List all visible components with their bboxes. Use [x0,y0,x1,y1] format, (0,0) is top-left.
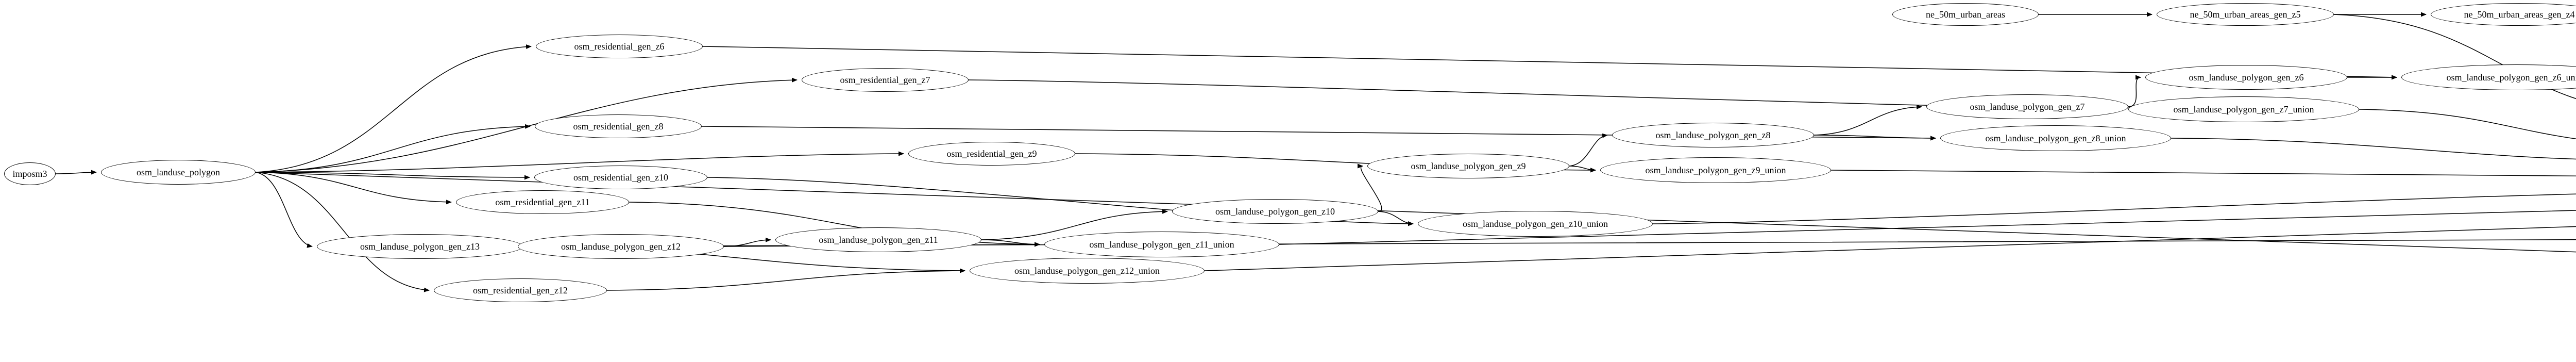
graph-node-osm_landuse_polygon_gen_z11_union[interactable]: osm_landuse_polygon_gen_z11_union [1044,232,1279,257]
graph-node-osm_residential_gen_z9[interactable]: osm_residential_gen_z9 [908,142,1075,166]
graph-node-osm_landuse_polygon[interactable]: osm_landuse_polygon [101,160,256,185]
edge-osm_landuse_polygon-to-osm_residential_gen_z11 [255,172,452,205]
edge-osm_landuse_polygon_gen_z8-to-osm_landuse_polygon_gen_z8_union [1814,135,1936,141]
edge-osm_landuse_polygon_gen_z11-to-osm_landuse_polygon_gen_z10 [981,209,1168,240]
graph-node-label: osm_landuse_polygon_gen_z11_union [1089,239,1234,250]
graph-node-osm_residential_gen_z11[interactable]: osm_residential_gen_z11 [456,190,629,214]
edge-osm_landuse_polygon_gen_z12_union-to-layer_landuse.z12 [1204,225,2576,271]
edge-osm_landuse_polygon_gen_z10_union-to-layer_landuse.z10 [1652,193,2576,224]
graph-node-label: imposm3 [12,169,47,179]
edge-osm_landuse_polygon_gen_z7-to-osm_landuse_polygon_gen_z6 [2128,75,2141,107]
graph-node-label: osm_landuse_polygon [137,167,220,177]
edge-osm_landuse_polygon_gen_z10-to-osm_landuse_polygon_gen_z10_union [1378,211,1414,226]
graph-node-label: osm_residential_gen_z7 [840,75,930,85]
graph-node-label: osm_landuse_polygon_gen_z8_union [1985,133,2126,143]
graph-node-osm_landuse_polygon_gen_z7[interactable]: osm_landuse_polygon_gen_z7 [1926,94,2128,119]
edge-osm_landuse_polygon_gen_z8-to-osm_landuse_polygon_gen_z7 [1814,104,1922,136]
graph-node-osm_residential_gen_z8[interactable]: osm_residential_gen_z8 [535,114,702,138]
graph-node-osm_landuse_polygon_gen_z8_union[interactable]: osm_landuse_polygon_gen_z8_union [1940,125,2171,151]
graph-node-label: osm_landuse_polygon_gen_z9_union [1645,165,1786,175]
graph-node-label: osm_residential_gen_z11 [495,197,590,207]
edge-osm_residential_gen_z12-to-osm_landuse_polygon_gen_z12_union [606,268,965,291]
edge-osm_landuse_polygon_gen_z9-to-osm_landuse_polygon_gen_z9_union [1569,166,1596,173]
edge-osm_landuse_polygon-to-osm_residential_gen_z9 [255,151,904,173]
graph-node-osm_landuse_polygon_gen_z12_union[interactable]: osm_landuse_polygon_gen_z12_union [970,258,1205,284]
graph-node-label: osm_residential_gen_z8 [573,121,664,131]
graph-node-osm_landuse_polygon_gen_z10[interactable]: osm_landuse_polygon_gen_z10 [1172,199,1378,224]
graph-node-osm_landuse_polygon_gen_z9[interactable]: osm_landuse_polygon_gen_z9 [1367,154,1569,178]
edge-osm_landuse_polygon_gen_z10-to-osm_landuse_polygon_gen_z9 [1357,163,1382,212]
graph-node-label: osm_landuse_polygon_gen_z7 [1970,102,2085,112]
edge-osm_landuse_polygon-to-osm_residential_gen_z6 [255,44,532,173]
graph-node-osm_landuse_polygon_gen_z7_union[interactable]: osm_landuse_polygon_gen_z7_union [2128,96,2359,122]
graph-node-imposm3[interactable]: imposm3 [4,162,56,185]
graph-node-label: osm_residential_gen_z9 [946,149,1037,159]
graph-node-ne_50m_urban_areas[interactable]: ne_50m_urban_areas [1892,3,2039,26]
graph-node-label: ne_50m_urban_areas_gen_z5 [2190,9,2301,20]
graph-node-osm_residential_gen_z12[interactable]: osm_residential_gen_z12 [434,278,607,302]
graph-node-ne_50m_urban_areas_gen_z4[interactable]: ne_50m_urban_areas_gen_z4 [2431,3,2576,26]
graph-node-label: osm_landuse_polygon_gen_z6 [2189,72,2304,83]
graph-node-label: ne_50m_urban_areas_gen_z4 [2464,9,2575,20]
graph-node-osm_landuse_polygon_gen_z8[interactable]: osm_landuse_polygon_gen_z8 [1612,123,1814,147]
graph-node-label: ne_50m_urban_areas [1926,9,2005,20]
graph-node-label: osm_landuse_polygon_gen_z10_union [1463,219,1608,229]
graph-node-label: osm_landuse_polygon_gen_z13 [360,241,480,252]
edge-osm_landuse_polygon_gen_z7_union-to-layer_landuse.z7 [2359,109,2576,139]
graph-node-osm_residential_gen_z10[interactable]: osm_residential_gen_z10 [534,166,707,189]
graph-node-osm_landuse_polygon_gen_z6[interactable]: osm_landuse_polygon_gen_z6 [2145,65,2347,90]
graph-node-label: osm_landuse_polygon_gen_z8 [1655,130,1771,140]
graph-node-osm_residential_gen_z6[interactable]: osm_residential_gen_z6 [536,35,703,58]
graph-node-osm_landuse_polygon_gen_z12[interactable]: osm_landuse_polygon_gen_z12 [518,234,724,259]
graph-node-label: osm_residential_gen_z6 [574,41,665,52]
graph-node-label: osm_landuse_polygon_gen_z12 [561,241,681,252]
edge-osm_landuse_polygon_gen_z8_union-to-layer_landuse.z8 [2171,138,2576,160]
graph-node-label: osm_landuse_polygon_gen_z6_union [2446,72,2576,83]
graph-node-osm_landuse_polygon_gen_z6_union[interactable]: osm_landuse_polygon_gen_z6_union [2401,64,2576,90]
graph-node-osm_residential_gen_z7[interactable]: osm_residential_gen_z7 [802,68,969,92]
edge-osm_landuse_polygon-to-osm_residential_gen_z8 [255,124,531,173]
edge-imposm3-to-osm_landuse_polygon [55,170,97,175]
graph-node-label: osm_residential_gen_z10 [573,172,668,183]
edge-osm_landuse_polygon_gen_z9_union-to-layer_landuse.z9 [1831,170,2576,177]
edge-osm_landuse_polygon_gen_z11-to-osm_landuse_polygon_gen_z11_union [981,239,1040,247]
graph-node-ne_50m_urban_areas_gen_z5[interactable]: ne_50m_urban_areas_gen_z5 [2157,3,2334,26]
graph-node-label: osm_landuse_polygon_gen_z9 [1411,161,1526,171]
graph-node-osm_landuse_polygon_gen_z9_union[interactable]: osm_landuse_polygon_gen_z9_union [1600,157,1831,183]
graph-node-label: osm_residential_gen_z12 [473,285,568,295]
edge-osm_residential_gen_z6-to-osm_landuse_polygon_gen_z6_union [702,46,2397,80]
graph-node-label: osm_landuse_polygon_gen_z11 [819,235,938,245]
graph-node-osm_landuse_polygon_gen_z13[interactable]: osm_landuse_polygon_gen_z13 [317,234,523,259]
graph-node-label: osm_landuse_polygon_gen_z12_union [1014,266,1160,276]
edge-osm_landuse_polygon_gen_z9-to-osm_landuse_polygon_gen_z8 [1569,133,1608,167]
graph-node-label: osm_landuse_polygon_gen_z7_union [2173,104,2314,114]
graph-node-label: osm_landuse_polygon_gen_z10 [1215,206,1335,217]
edge-osm_landuse_polygon-to-osm_residential_gen_z10 [255,172,530,180]
graph-node-osm_landuse_polygon_gen_z11[interactable]: osm_landuse_polygon_gen_z11 [775,227,981,252]
edge-osm_landuse_polygon-to-osm_landuse_polygon_gen_z13 [255,172,313,248]
graph-node-osm_landuse_polygon_gen_z10_union[interactable]: osm_landuse_polygon_gen_z10_union [1418,211,1653,237]
edge-osm_landuse_polygon-to-osm_residential_gen_z12 [255,172,430,292]
